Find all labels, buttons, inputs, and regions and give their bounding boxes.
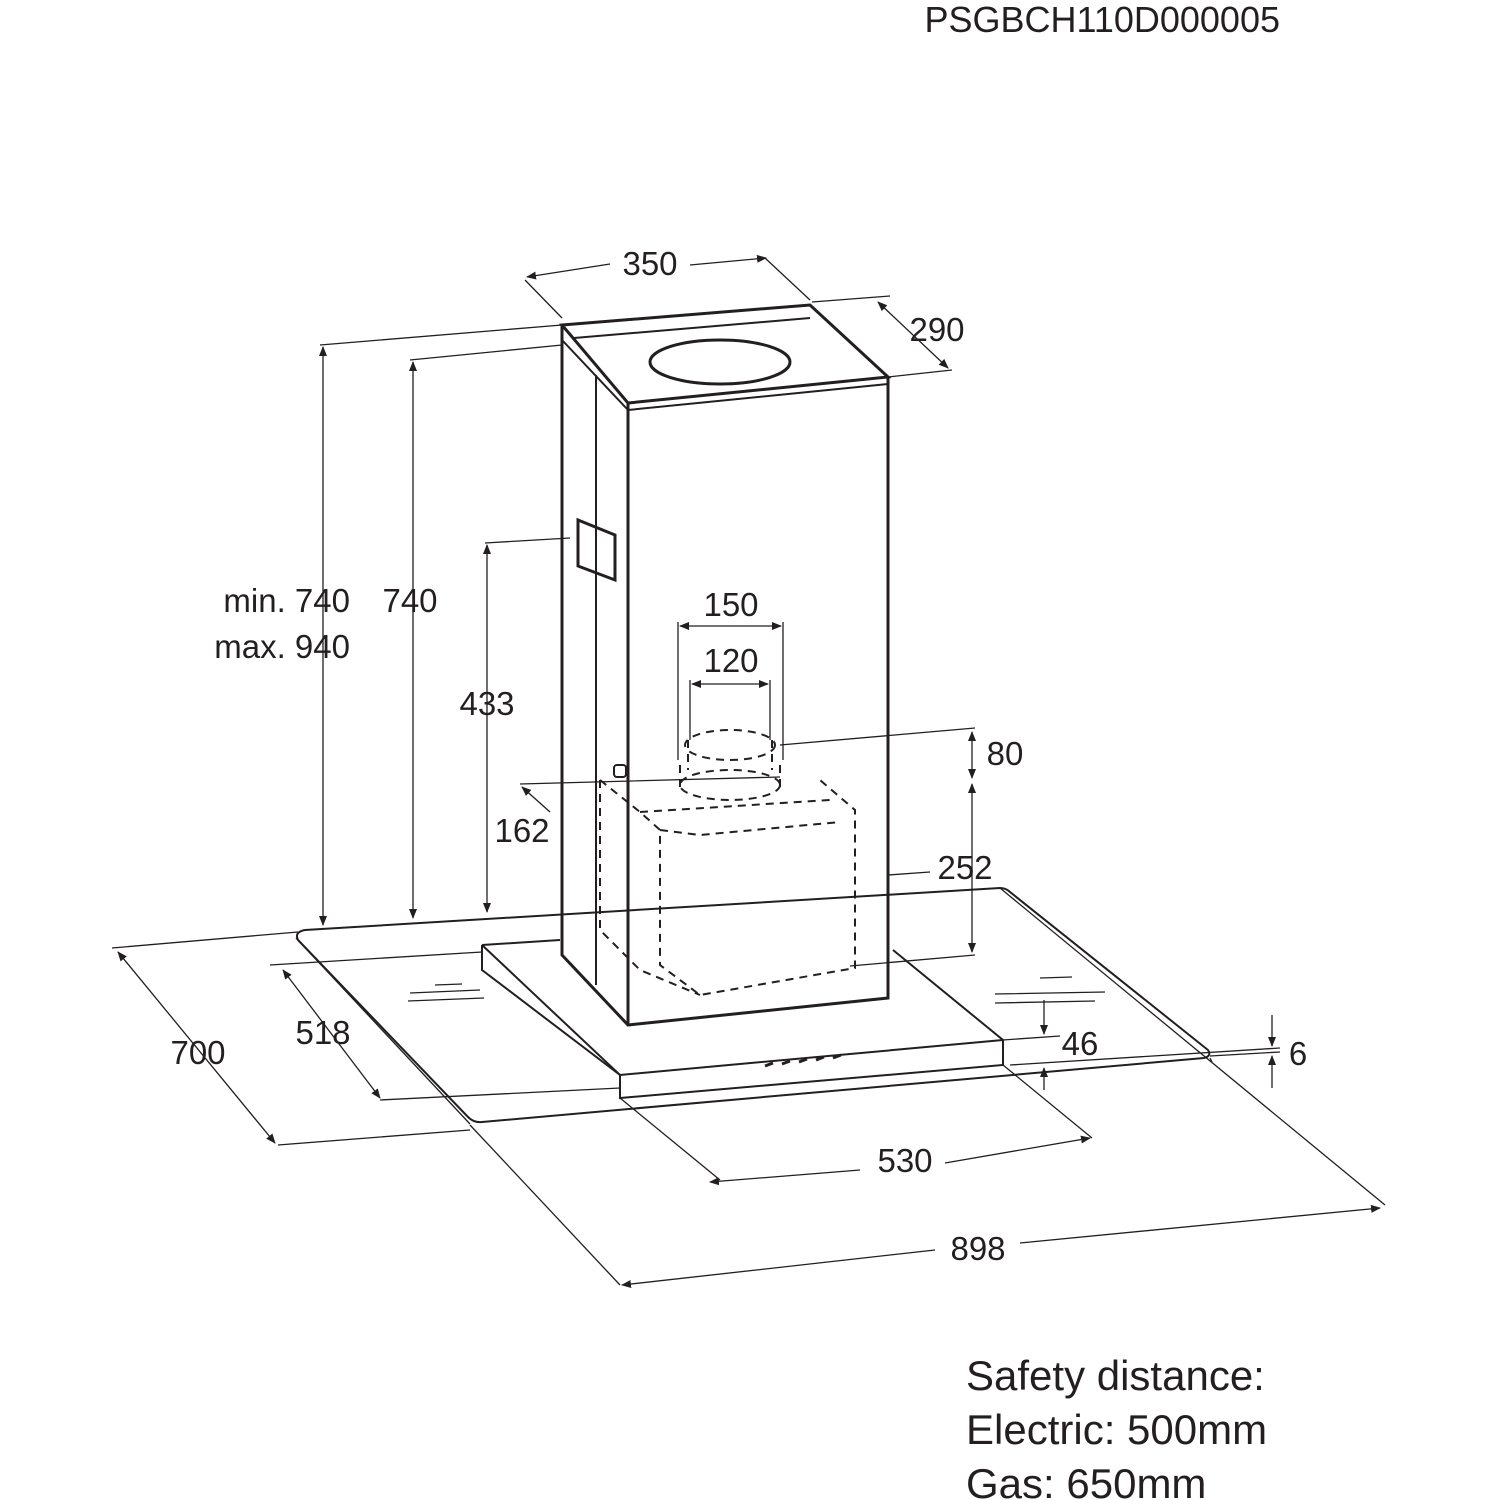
dim-290: 290 (909, 311, 964, 348)
dim-46: 46 (1062, 1025, 1099, 1062)
dim-min-740: min. 740 (223, 582, 350, 619)
safety-title: Safety distance: (966, 1352, 1265, 1399)
dim-433: 433 (459, 685, 514, 722)
hood-base (481, 939, 1004, 1100)
dimension-labels: 350 290 min. 740 max. 940 740 433 150 12… (170, 245, 1307, 1267)
safety-electric: Electric: 500mm (966, 1406, 1267, 1453)
dim-6: 6 (1289, 1035, 1307, 1072)
dim-252: 252 (937, 849, 992, 886)
dim-max-940: max. 940 (214, 628, 350, 665)
dim-162: 162 (494, 812, 549, 849)
dim-898: 898 (950, 1230, 1005, 1267)
motor-housing-hidden (599, 729, 856, 997)
model-code: PSGBCH110D000005 (924, 0, 1280, 40)
dim-80: 80 (987, 735, 1024, 772)
dimension-lines (111, 254, 1386, 1288)
safety-distance-note: Safety distance: Electric: 500mm Gas: 65… (966, 1352, 1267, 1500)
dim-150: 150 (703, 586, 758, 623)
chimney (558, 303, 892, 1027)
dim-740: 740 (382, 582, 437, 619)
dim-700: 700 (170, 1034, 225, 1071)
safety-gas: Gas: 650mm (966, 1460, 1206, 1500)
dim-120: 120 (703, 642, 758, 679)
dim-350: 350 (622, 245, 677, 282)
glass-canopy (295, 886, 1213, 1125)
dim-530: 530 (877, 1142, 932, 1179)
dim-518: 518 (295, 1014, 350, 1051)
